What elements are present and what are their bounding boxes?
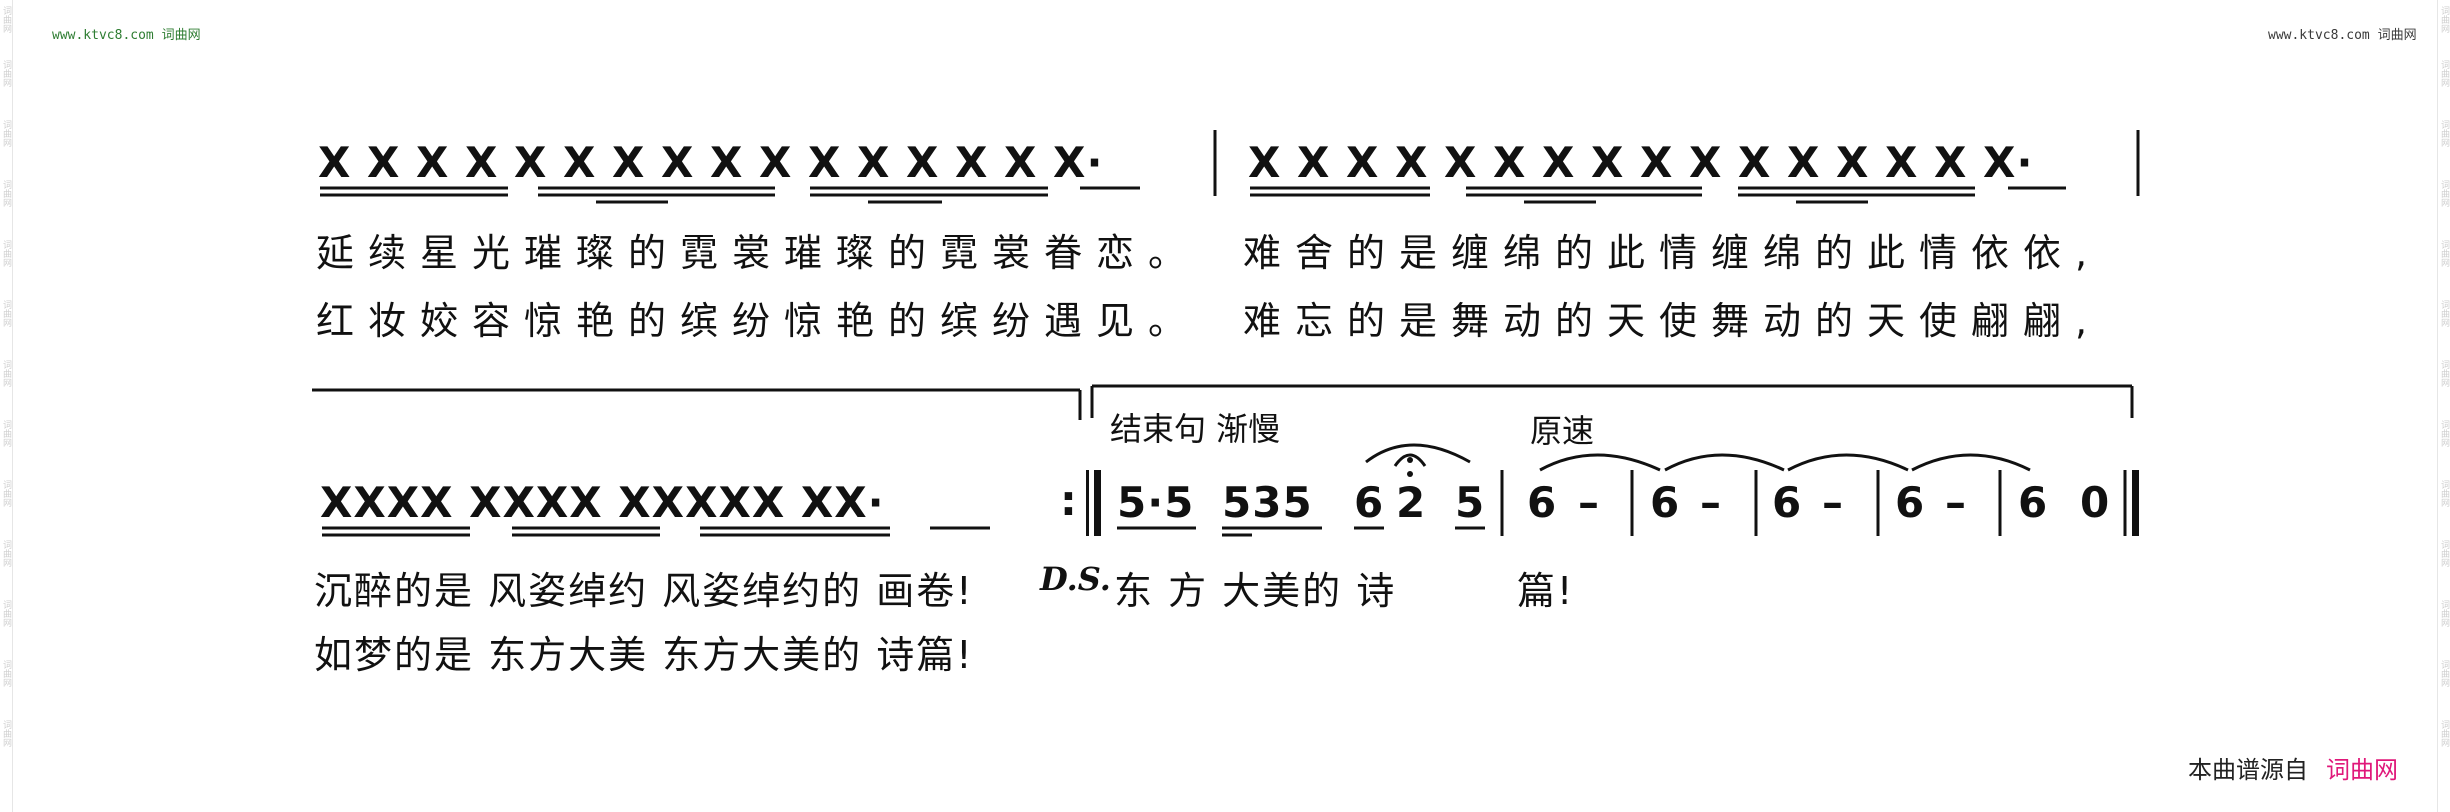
tie-slur xyxy=(1787,453,1909,472)
side-watermark: 词曲网 xyxy=(2439,660,2449,687)
fermata xyxy=(1393,453,1427,467)
lyric-line-1b: 难舍的是缠绵的此情缠绵的此情依依, xyxy=(1243,231,2102,275)
source-credit: 本曲谱源自词曲网 xyxy=(2188,750,2398,785)
note-6: 6 xyxy=(1354,478,1385,527)
site-name: 词曲网 xyxy=(2377,28,2417,43)
notation-measure-group-2: X X X X X X X X X X X X X X X X· xyxy=(1248,138,2034,187)
held-dash: – xyxy=(1822,478,1844,527)
rest-zero: 0 xyxy=(2080,478,2111,527)
site-url: www.ktvc8.com xyxy=(52,28,154,43)
side-watermark: 词曲网 xyxy=(1,60,11,87)
repeat-sign: : xyxy=(1060,476,1078,525)
side-watermark: 词曲网 xyxy=(2439,180,2449,207)
side-watermark: 词曲网 xyxy=(1,660,11,687)
held-note: 6 xyxy=(1650,478,1681,527)
final-bar-thick xyxy=(2132,470,2139,536)
source-label: 本曲谱源自 xyxy=(2188,756,2308,784)
side-watermark: 词曲网 xyxy=(1,360,11,387)
note-5: 5 xyxy=(1455,478,1486,527)
lyric-line-1a: 延续星光璀璨的霓裳璀璨的霓裳眷恋。 xyxy=(316,231,1201,275)
site-url: www.ktvc8.com xyxy=(2268,28,2370,43)
held-note: 6 xyxy=(1527,478,1558,527)
site-mark-left: www.ktvc8.com 词曲网 xyxy=(52,24,201,43)
tie-slur xyxy=(1664,453,1785,472)
side-watermark: 词曲网 xyxy=(1,540,11,567)
repeat-bar-thick xyxy=(1094,470,1101,536)
left-watermark-strip: 词曲网 词曲网 词曲网 词曲网 词曲网 词曲网 词曲网 词曲网 词曲网 词曲网 … xyxy=(0,0,13,812)
side-watermark: 词曲网 xyxy=(1,600,11,627)
held-dash: – xyxy=(1578,478,1600,527)
lyric-line-2b: 难忘的是舞动的天使舞动的天使翩翩, xyxy=(1243,299,2102,343)
dal-segno-mark: D.S. xyxy=(1040,560,1111,598)
side-watermark: 词曲网 xyxy=(2439,300,2449,327)
notation-x-rhythm: XXXX XXXX XXXXX XX· xyxy=(320,478,885,527)
lyric-line-3-ending: 东 方 大美的 诗 xyxy=(1114,569,1397,613)
note-group-2: 535 xyxy=(1222,478,1313,527)
side-watermark: 词曲网 xyxy=(2439,480,2449,507)
ending-label: 结束句 渐慢 xyxy=(1110,410,1281,448)
tie-slur xyxy=(1911,453,2031,472)
side-watermark: 词曲网 xyxy=(1,300,11,327)
site-name: 词曲网 xyxy=(161,28,201,43)
site-mark-right: www.ktvc8.com 词曲网 xyxy=(2268,24,2417,43)
lyric-line-4: 如梦的是 东方大美 东方大美的 诗篇! xyxy=(314,633,974,677)
held-dash: – xyxy=(1945,478,1967,527)
lyric-line-3-last: 篇! xyxy=(1517,569,1575,613)
held-note: 6 xyxy=(1895,478,1926,527)
repeat-bar-thin xyxy=(1086,470,1089,536)
lyric-line-2a: 红妆姣容惊艳的缤纷惊艳的缤纷遇见。 xyxy=(316,299,1201,343)
fermata-dot xyxy=(1407,457,1413,463)
side-watermark: 词曲网 xyxy=(2439,420,2449,447)
side-watermark: 词曲网 xyxy=(2439,6,2449,33)
side-watermark: 词曲网 xyxy=(2439,600,2449,627)
held-note: 6 xyxy=(1772,478,1803,527)
held-dash: – xyxy=(1700,478,1722,527)
notation-measure-group-1: X X X X X X X X X X X X X X X X· xyxy=(318,138,1104,187)
side-watermark: 词曲网 xyxy=(1,420,11,447)
tie-slur xyxy=(1539,453,1661,472)
side-watermark: 词曲网 xyxy=(1,120,11,147)
held-note: 6 xyxy=(2018,478,2049,527)
tie-slur xyxy=(1365,443,1471,464)
note-group-1: 5·5 xyxy=(1117,478,1195,527)
side-watermark: 词曲网 xyxy=(1,6,11,33)
side-watermark: 词曲网 xyxy=(2439,240,2449,267)
side-watermark: 词曲网 xyxy=(1,480,11,507)
side-watermark: 词曲网 xyxy=(1,240,11,267)
side-watermark: 词曲网 xyxy=(1,720,11,747)
tempo-label: 原速 xyxy=(1530,412,1595,450)
side-watermark: 词曲网 xyxy=(2439,720,2449,747)
right-watermark-strip: 词曲网 词曲网 词曲网 词曲网 词曲网 词曲网 词曲网 词曲网 词曲网 词曲网 … xyxy=(2437,0,2450,812)
note-2-fermata: 2 xyxy=(1396,478,1427,527)
octave-dot xyxy=(1407,471,1413,477)
side-watermark: 词曲网 xyxy=(1,180,11,207)
side-watermark: 词曲网 xyxy=(2439,540,2449,567)
source-brand: 词曲网 xyxy=(2326,756,2398,784)
lyric-line-3: 沉醉的是 风姿绰约 风姿绰约的 画卷! xyxy=(314,569,974,613)
side-watermark: 词曲网 xyxy=(2439,360,2449,387)
side-watermark: 词曲网 xyxy=(2439,120,2449,147)
side-watermark: 词曲网 xyxy=(2439,60,2449,87)
